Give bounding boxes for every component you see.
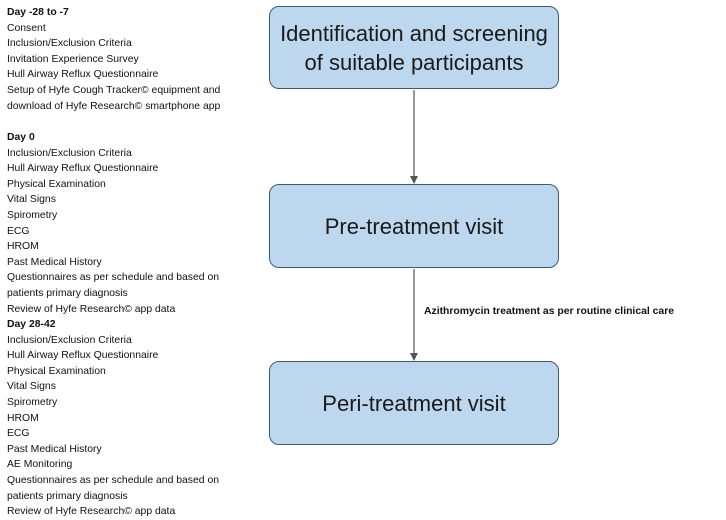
schedule-item: patients primary diagnosis [7,287,128,299]
schedule-item: HROM [7,412,39,424]
flow-box-peri-treatment-visit: Peri-treatment visit [269,361,559,445]
schedule-item: Hull Airway Reflux Questionnaire [7,69,159,81]
schedule-item: Review of Hyfe Research© app data [7,303,176,315]
schedule-item: Setup of Hyfe Cough Tracker© equipment a… [7,84,221,96]
schedule-item: download of Hyfe Research© smartphone ap… [7,100,221,112]
schedule-item: Questionnaires as per schedule and based… [7,474,219,486]
schedule-section-day-0: Day 0 Inclusion/Exclusion Criteria Hull … [7,130,269,317]
schedule-item: AE Monitoring [7,459,73,471]
arrow-label-azithromycin: Azithromycin treatment as per routine cl… [424,306,675,317]
schedule-item: Spirometry [7,396,58,408]
schedule-item: Vital Signs [7,194,56,206]
schedule-item: Inclusion/Exclusion Criteria [7,38,132,50]
schedule-item: Inclusion/Exclusion Criteria [7,147,132,159]
schedule-heading: Day -28 to -7 [7,7,69,18]
schedule-item: Spirometry [7,209,58,221]
schedule-item: Consent [7,22,46,34]
schedule-item: HROM [7,241,39,253]
schedule-item: Invitation Experience Survey [7,53,139,65]
schedule-heading: Day 0 [7,132,35,143]
schedule-item: Vital Signs [7,381,56,393]
schedule-item: Physical Examination [7,178,106,190]
schedule-item: Past Medical History [7,443,102,455]
schedule-heading: Day 28-42 [7,319,56,330]
schedule-item: ECG [7,225,30,237]
schedule-section-screening: Day -28 to -7 Consent Inclusion/Exclusio… [7,5,269,114]
flow-connectors [410,90,418,361]
flow-box-pre-treatment-visit: Pre-treatment visit [269,184,559,268]
schedule-item: Physical Examination [7,365,106,377]
flow-box-label: Identification and screening of suitable… [280,20,548,75]
flow-box-label: Peri-treatment visit [322,390,506,416]
schedule-item: Review of Hyfe Research© app data [7,506,176,518]
schedule-item: ECG [7,428,30,440]
flow-box-identification-screening: Identification and screening of suitable… [269,6,559,89]
schedule-item: Inclusion/Exclusion Criteria [7,334,132,346]
schedule-item: patients primary diagnosis [7,490,128,502]
schedule-item: Questionnaires as per schedule and based… [7,272,219,284]
schedule-item: Past Medical History [7,256,102,268]
schedule-item: Hull Airway Reflux Questionnaire [7,350,159,362]
flow-box-label: Pre-treatment visit [324,213,504,239]
schedule-item: Hull Airway Reflux Questionnaire [7,163,159,175]
